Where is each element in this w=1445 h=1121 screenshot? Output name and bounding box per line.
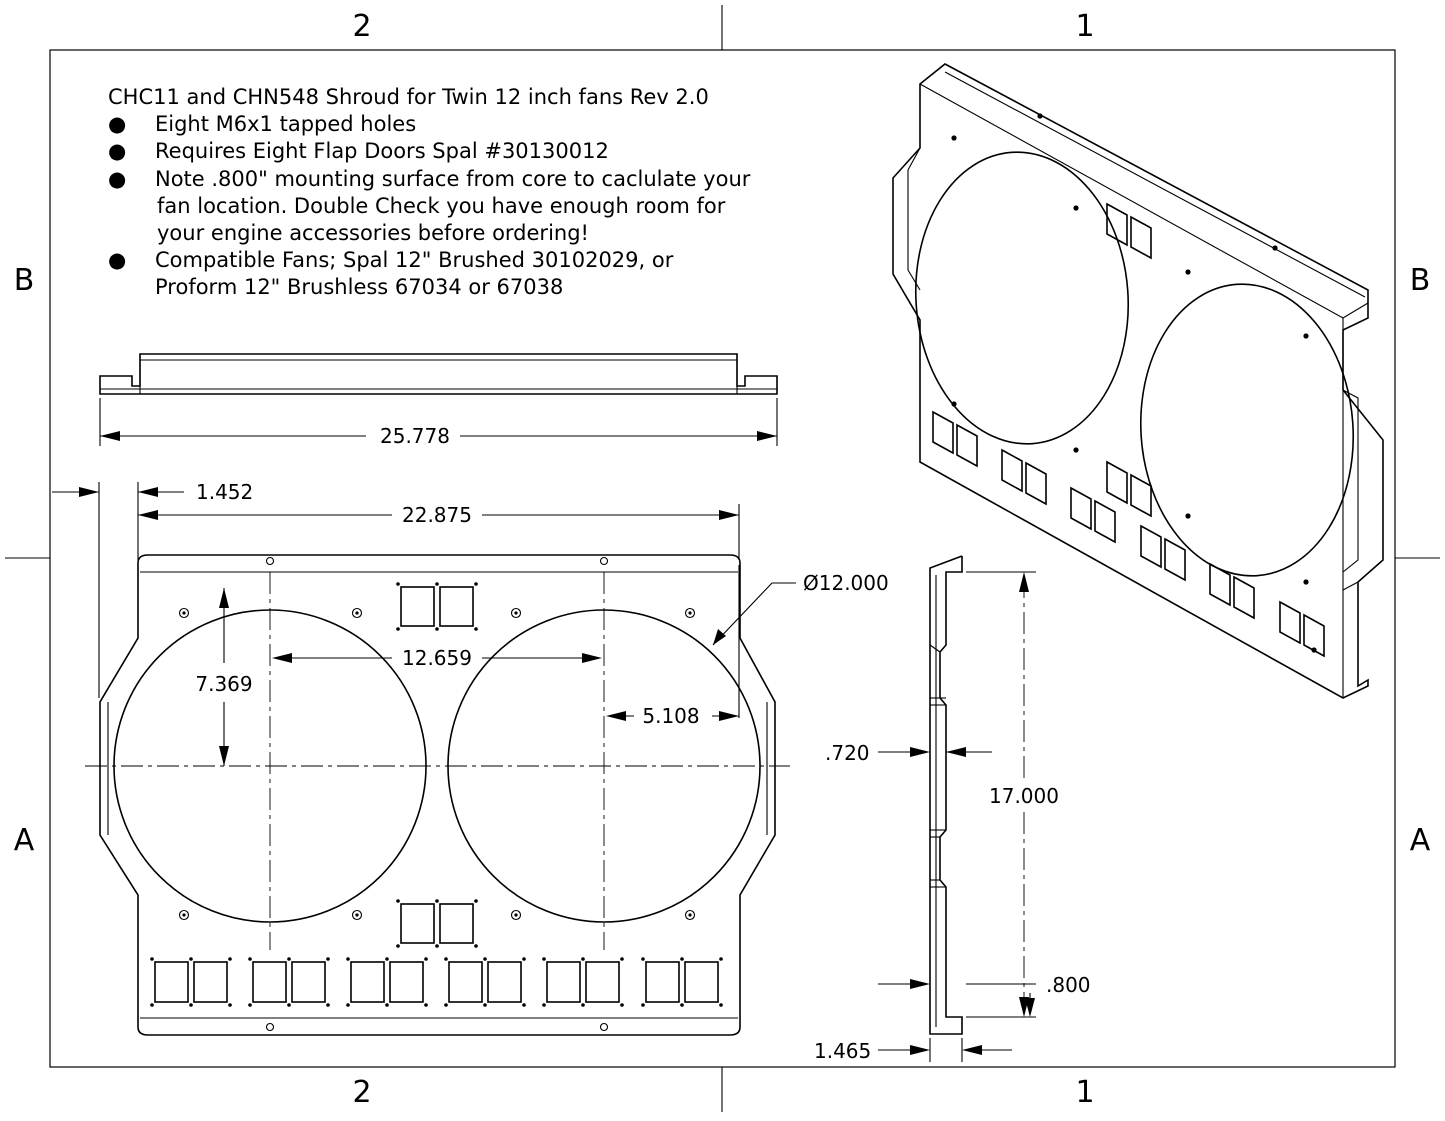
tapped-hole — [178, 909, 190, 921]
zone-label-right-b: B — [1410, 263, 1431, 298]
tapped-hole — [510, 909, 522, 921]
dim-mount-surface-label: .800 — [1046, 973, 1091, 997]
bullet-1: ● — [108, 112, 126, 136]
notes-title: CHC11 and CHN548 Shroud for Twin 12 inch… — [108, 85, 709, 109]
dim-hole-span: 22.875 — [138, 503, 740, 560]
flap-door-pair — [396, 899, 478, 948]
note-item-4-line-1: Compatible Fans; Spal 12" Brushed 301020… — [155, 248, 674, 272]
mount-hole — [265, 1022, 275, 1032]
iso-hole — [1185, 513, 1191, 519]
dim-flange-label: 1.465 — [814, 1039, 871, 1063]
flap-door-pair — [641, 957, 723, 1007]
dim-shroud-depth: .720 — [825, 741, 992, 765]
top-view — [99, 353, 778, 395]
tapped-hole — [178, 607, 190, 619]
dim-height-label: 17.000 — [989, 784, 1059, 808]
flap-door-pair — [444, 957, 526, 1007]
iso-hole — [1073, 205, 1079, 211]
bullet-4: ● — [108, 248, 126, 272]
iso-hole — [951, 135, 957, 141]
note-item-4-line-2: Proform 12" Brushless 67034 or 67038 — [155, 275, 563, 299]
note-item-1: Eight M6x1 tapped holes — [155, 112, 416, 136]
note-item-3-line-2: fan location. Double Check you have enou… — [157, 194, 726, 218]
dim-edge-offset: 1.452 — [52, 480, 253, 698]
mount-hole — [599, 556, 609, 566]
note-item-3-line-3: your engine accessories before ordering! — [157, 221, 589, 245]
dim-fan-edge-label: 5.108 — [642, 704, 699, 728]
iso-hole — [1303, 579, 1309, 585]
dim-fan-vertical-label: 7.369 — [195, 672, 252, 696]
bullet-2: ● — [108, 139, 126, 163]
zone-label-top-right: 1 — [1075, 9, 1094, 44]
flap-door-pair — [150, 957, 232, 1007]
iso-flap-door-pair — [1140, 524, 1186, 582]
notes-block: CHC11 and CHN548 Shroud for Twin 12 inch… — [108, 85, 751, 299]
iso-flap-door-pair — [932, 410, 978, 468]
iso-hole — [1311, 647, 1317, 653]
dim-hole-span-label: 22.875 — [402, 503, 472, 527]
flap-door-pair — [248, 957, 330, 1007]
mount-hole — [265, 556, 275, 566]
tapped-holes — [178, 607, 696, 921]
dim-overall-width-label: 25.778 — [380, 424, 450, 448]
iso-flap-door-pair — [1001, 448, 1047, 506]
tapped-hole — [684, 909, 696, 921]
flap-door-pair — [396, 582, 478, 631]
dim-fan-spacing-label: 12.659 — [402, 646, 472, 670]
zone-label-left-a: A — [14, 823, 35, 858]
iso-flap-door-pair — [1106, 460, 1152, 518]
zone-label-top-left: 2 — [352, 9, 371, 44]
dim-flange: 1.465 — [814, 1038, 1012, 1063]
note-item-3-line-1: Note .800" mounting surface from core to… — [155, 167, 751, 191]
dim-fan-vertical: 7.369 — [195, 588, 253, 766]
zone-label-bottom-right: 1 — [1075, 1075, 1094, 1110]
dim-shroud-depth-label: .720 — [825, 741, 870, 765]
iso-hole — [1073, 447, 1079, 453]
zone-label-right-a: A — [1410, 823, 1431, 858]
note-item-2: Requires Eight Flap Doors Spal #30130012 — [155, 139, 609, 163]
dim-fan-diameter: Ø12.000 — [712, 571, 889, 646]
iso-flap-door-pair — [1070, 486, 1116, 544]
dim-overall-width: 25.778 — [99, 398, 778, 448]
iso-hole — [1303, 333, 1309, 339]
dim-fan-spacing: 12.659 — [272, 646, 602, 670]
zone-label-left-b: B — [14, 263, 35, 298]
dim-fan-diameter-label: Ø12.000 — [803, 571, 889, 595]
iso-flap-door-cutouts — [932, 113, 1325, 658]
flap-door-pair — [542, 957, 624, 1007]
bullet-3: ● — [108, 167, 126, 191]
side-view — [929, 555, 963, 1035]
dim-edge-offset-label: 1.452 — [196, 480, 253, 504]
isometric-view — [892, 63, 1384, 699]
iso-flap-door-pair — [1209, 562, 1255, 620]
iso-flap-door-pair — [1106, 202, 1152, 260]
iso-hole — [951, 401, 957, 407]
zone-label-bottom-left: 2 — [352, 1075, 371, 1110]
dim-height: 17.000 — [966, 571, 1059, 1018]
tapped-hole — [684, 607, 696, 619]
tapped-hole — [510, 607, 522, 619]
iso-hole — [1272, 245, 1278, 251]
dim-fan-edge: 5.108 — [606, 565, 740, 728]
dim-mount-surface: .800 — [878, 973, 1091, 1017]
tapped-hole — [351, 607, 363, 619]
iso-fan-opening-right — [1139, 283, 1355, 577]
tapped-hole — [351, 909, 363, 921]
iso-fan-opening-left — [914, 151, 1130, 445]
iso-hole — [1037, 113, 1043, 119]
iso-flap-door-pair — [1279, 600, 1325, 658]
front-view — [85, 554, 790, 1036]
flap-door-cutouts — [150, 582, 723, 1007]
iso-hole — [1185, 269, 1191, 275]
mount-hole — [599, 1022, 609, 1032]
flap-door-pair — [346, 957, 428, 1007]
